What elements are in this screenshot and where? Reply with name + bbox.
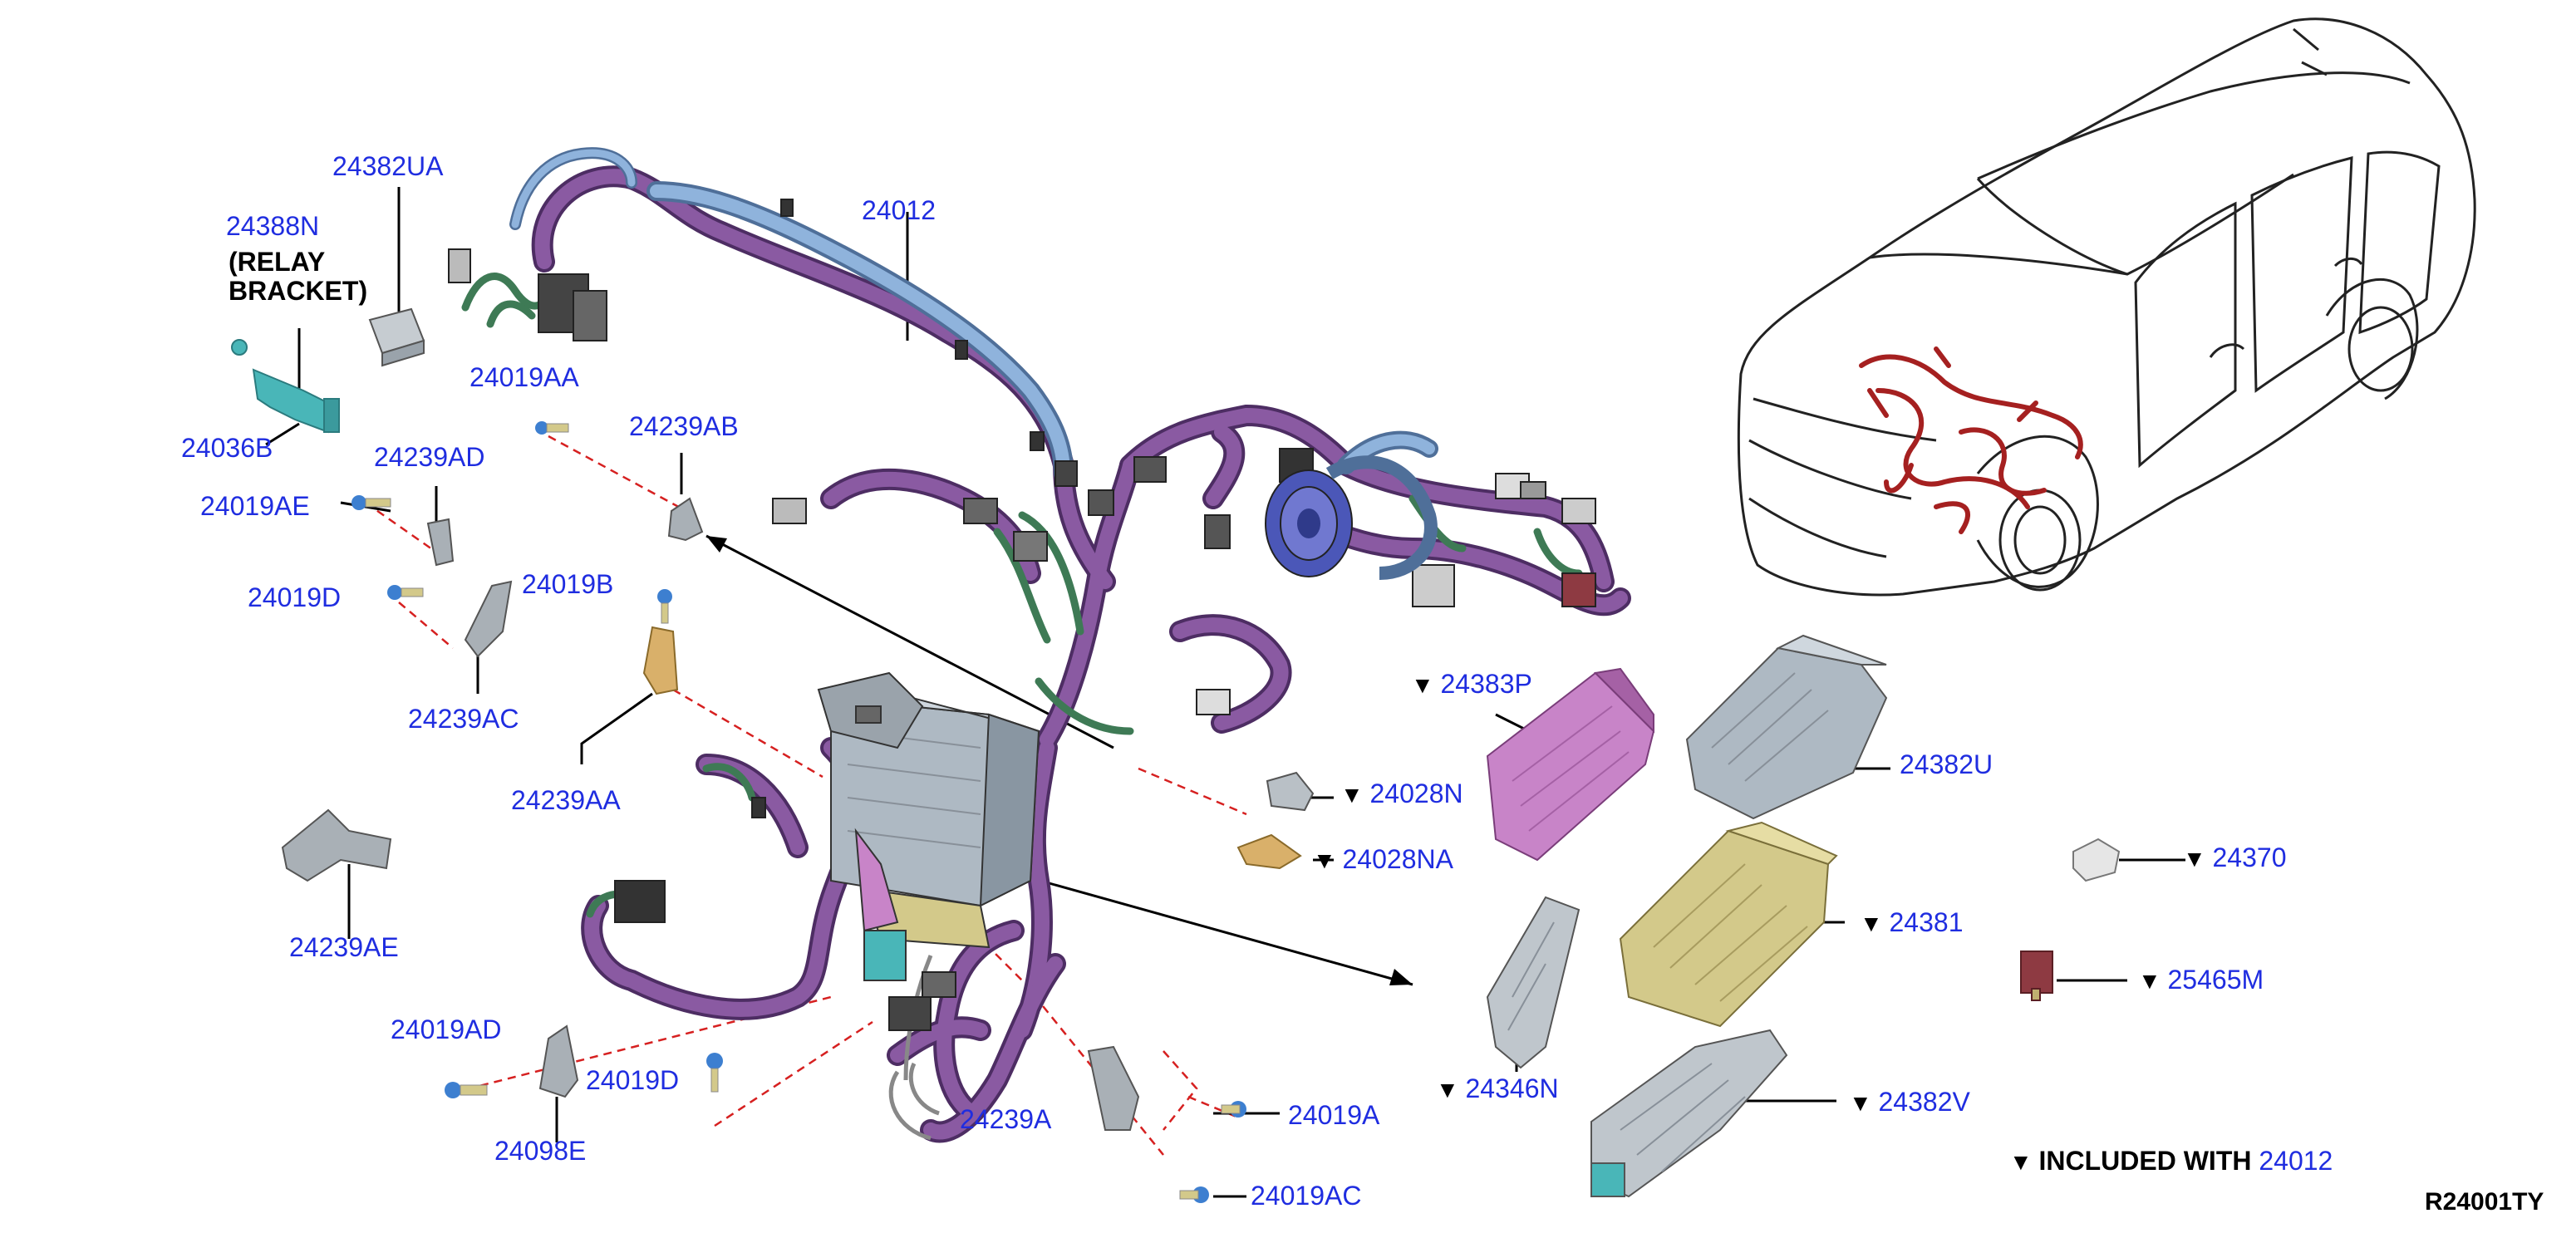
label-24382UA[interactable]: 24382UA bbox=[332, 151, 444, 181]
vehicle-harness-highlight bbox=[1859, 346, 2083, 534]
part-24036B-clip[interactable] bbox=[231, 339, 248, 356]
part-24019B-bolt[interactable] bbox=[657, 589, 672, 624]
label-24019D-upper[interactable]: 24019D bbox=[248, 582, 342, 612]
label-24019AA[interactable]: 24019AA bbox=[469, 362, 579, 392]
part-24028N-clip[interactable] bbox=[1266, 771, 1315, 812]
label-24239AD[interactable]: 24239AD bbox=[374, 442, 485, 472]
label-24382V[interactable]: 24382V bbox=[1849, 1088, 1970, 1118]
label-24098E[interactable]: 24098E bbox=[494, 1136, 587, 1166]
relay-box-assembly bbox=[830, 688, 1040, 981]
part-24239AC-bracket[interactable] bbox=[464, 580, 513, 658]
harness-connectors bbox=[448, 199, 1596, 1031]
part-24019AE-bolt[interactable] bbox=[351, 495, 391, 510]
label-24019D-lower[interactable]: 24019D bbox=[586, 1065, 680, 1095]
label-24383P[interactable]: 24383P bbox=[1411, 670, 1532, 700]
diagram-code: R24001TY bbox=[2425, 1188, 2544, 1216]
label-24388N[interactable]: 24388N bbox=[226, 211, 320, 241]
fuse-holder-left bbox=[817, 671, 924, 749]
label-24019AE[interactable]: 24019AE bbox=[200, 491, 310, 521]
part-24383P-cover[interactable] bbox=[1486, 667, 1655, 862]
label-24239AA[interactable]: 24239AA bbox=[511, 785, 621, 815]
label-24346N[interactable]: 24346N bbox=[1436, 1074, 1559, 1104]
label-24019AC[interactable]: 24019AC bbox=[1251, 1181, 1362, 1211]
part-24019A-bolt[interactable] bbox=[1221, 1101, 1246, 1118]
part-24370-relay[interactable] bbox=[2072, 838, 2121, 882]
label-24239AE[interactable]: 24239AE bbox=[289, 932, 399, 962]
part-24019D-bolt-lower[interactable] bbox=[706, 1053, 723, 1093]
label-24028N[interactable]: 24028N bbox=[1340, 779, 1463, 809]
label-25465M[interactable]: 25465M bbox=[2138, 965, 2264, 995]
part-24382V-lower-case[interactable] bbox=[1590, 1029, 1788, 1198]
part-24019AA-bolt[interactable] bbox=[535, 421, 569, 435]
relay-bracket-note-line1: (RELAY bbox=[229, 247, 326, 277]
part-24019AD-bolt[interactable] bbox=[445, 1082, 488, 1098]
vehicle-illustration bbox=[1737, 17, 2476, 597]
part-24239A-bracket[interactable] bbox=[1087, 1045, 1140, 1131]
label-24239AC[interactable]: 24239AC bbox=[408, 704, 519, 734]
part-24019D-bolt-upper[interactable] bbox=[387, 585, 424, 600]
part-24239AA-bracket[interactable] bbox=[642, 626, 679, 695]
label-24381[interactable]: 24381 bbox=[1860, 908, 1964, 938]
main-harness-24012[interactable] bbox=[531, 165, 1631, 1143]
part-24239AD-bracket[interactable] bbox=[426, 518, 455, 567]
part-24098E-bracket[interactable] bbox=[538, 1024, 579, 1098]
label-24370[interactable]: 24370 bbox=[2183, 843, 2287, 873]
label-24382U[interactable]: 24382U bbox=[1900, 749, 1993, 779]
arrowheads bbox=[706, 536, 1413, 985]
part-24382U-upper-cover[interactable] bbox=[1685, 634, 1888, 820]
part-24381-fuse-box[interactable] bbox=[1619, 821, 1838, 1028]
part-24019AC-bolt[interactable] bbox=[1179, 1186, 1209, 1203]
label-24036B[interactable]: 24036B bbox=[181, 433, 273, 463]
relay-bracket-note-line2: BRACKET) bbox=[229, 276, 368, 306]
legend-ref-24012[interactable]: 24012 bbox=[2259, 1146, 2333, 1176]
label-24239A[interactable]: 24239A bbox=[960, 1104, 1052, 1134]
round-harness-connector bbox=[1265, 455, 1438, 580]
part-24388N-relay-bracket[interactable] bbox=[252, 368, 340, 434]
legend-note: ▼ INCLUDED WITH 24012 bbox=[2009, 1147, 2333, 1177]
triangle-marker-icon: ▼ bbox=[2009, 1149, 2039, 1175]
part-24346N-bracket[interactable] bbox=[1486, 896, 1581, 1069]
part-24028NA-clip[interactable] bbox=[1236, 833, 1302, 870]
part-25465M-fuse[interactable] bbox=[2020, 951, 2053, 1001]
label-24239AB[interactable]: 24239AB bbox=[629, 411, 739, 441]
label-24019AD[interactable]: 24019AD bbox=[391, 1014, 502, 1044]
part-24239AB-bracket[interactable] bbox=[667, 497, 704, 542]
part-24382UA-relay[interactable] bbox=[368, 307, 425, 367]
label-24019B[interactable]: 24019B bbox=[522, 569, 614, 599]
label-24028NA[interactable]: 24028NA bbox=[1313, 845, 1453, 875]
legend-text: INCLUDED WITH bbox=[2038, 1146, 2252, 1176]
part-24239AE-bracket[interactable] bbox=[281, 808, 392, 882]
label-24019A[interactable]: 24019A bbox=[1288, 1100, 1380, 1130]
label-24012[interactable]: 24012 bbox=[862, 195, 936, 225]
